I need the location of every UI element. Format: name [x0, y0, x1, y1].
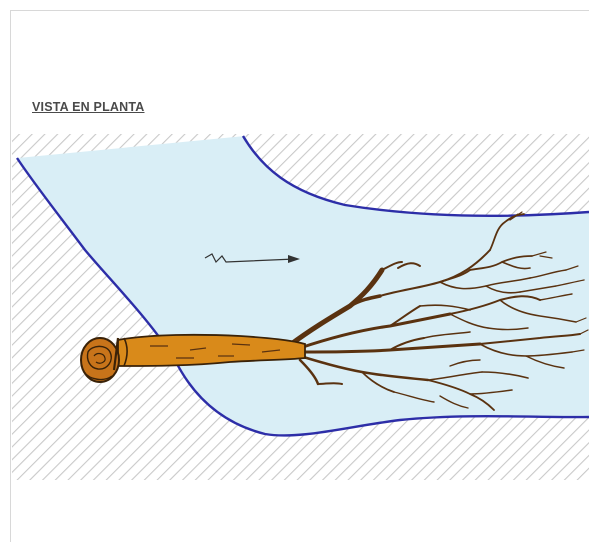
plan-view-diagram [0, 0, 589, 542]
